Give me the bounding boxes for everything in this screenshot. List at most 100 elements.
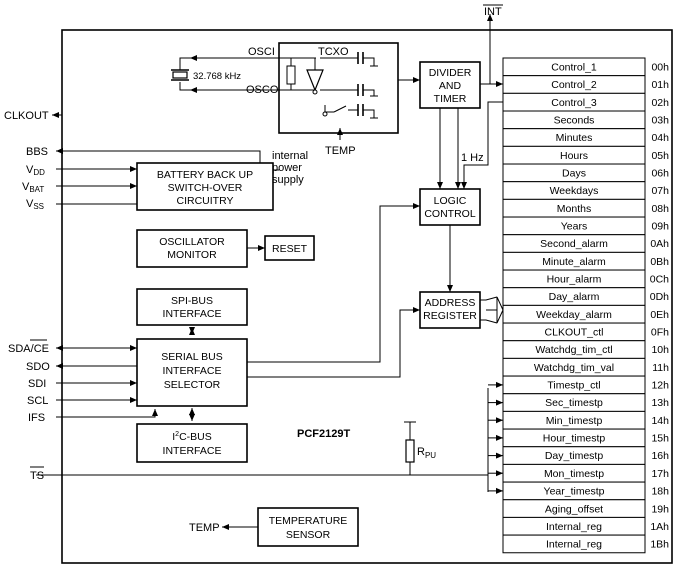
battery-backup-block: [136, 162, 274, 211]
divider-line3: TIMER: [434, 93, 467, 105]
register-address: 07h: [651, 185, 669, 197]
register-address: 00h: [651, 62, 669, 74]
cap-wire-2: [320, 89, 375, 96]
capacitor-icon: [357, 84, 364, 96]
register-name: Internal_reg: [546, 539, 602, 551]
register-name: Seconds: [554, 115, 595, 127]
crystal-symbol: [171, 69, 189, 81]
register-name: Mon_timestp: [544, 468, 604, 480]
serial-bus-selector-block: [136, 338, 248, 407]
register-name: Hour_timestp: [543, 433, 606, 445]
register-address: 04h: [651, 132, 669, 144]
one-hz-line: [461, 101, 503, 189]
osc-monitor-line2: MONITOR: [167, 249, 217, 261]
register-address: 15h: [651, 433, 669, 445]
internal-power-line2: power: [272, 162, 302, 174]
register-address: 0Fh: [651, 327, 669, 339]
osci-line: [179, 57, 279, 70]
rpu-label: RPU: [417, 446, 436, 460]
register-name: Hours: [560, 150, 588, 162]
register-name: Years: [561, 221, 587, 233]
register-address: 17h: [651, 468, 669, 480]
battery-line2: SWITCH-OVER: [168, 182, 243, 194]
address-fan: [480, 296, 498, 324]
sdo-label: SDO: [26, 361, 50, 373]
crystal-frequency: 32.768 kHz: [193, 71, 241, 82]
register-name: Weekdays: [550, 185, 599, 197]
register-address: 02h: [651, 97, 669, 109]
register-name: Watchdg_tim_ctl: [535, 344, 612, 356]
register-name: Control_3: [551, 97, 597, 109]
osci-label: OSCI: [248, 46, 275, 58]
serial-line1: SERIAL BUS: [161, 351, 222, 363]
serial-to-address: [247, 307, 420, 378]
register-address: 0Ah: [650, 238, 669, 250]
divider-line1: DIVIDER: [429, 67, 472, 79]
address-line2: REGISTER: [423, 310, 477, 322]
register-name: Days: [562, 168, 586, 180]
capacitor-icon: [357, 52, 364, 64]
register-name: Control_2: [551, 79, 597, 91]
register-name: Timestp_ctl: [547, 380, 600, 392]
register-address: 05h: [651, 150, 669, 162]
i2c-line2: INTERFACE: [163, 445, 222, 457]
register-name: Internal_reg: [546, 521, 602, 533]
temp-sensor-line2: SENSOR: [286, 529, 331, 541]
register-address: 11h: [652, 362, 669, 374]
register-address: 0Dh: [650, 291, 669, 303]
register-address: 0Eh: [650, 309, 669, 321]
oscillator-monitor-block: [136, 229, 248, 268]
register-name: Minutes: [556, 132, 593, 144]
internal-power-line3: supply: [272, 174, 304, 186]
register-name: Weekday_alarm: [536, 309, 612, 321]
register-name: Min_timestp: [546, 415, 603, 427]
register-name: Minute_alarm: [542, 256, 606, 268]
register-address: 10h: [651, 344, 669, 356]
vdd-label: VDD: [26, 164, 45, 177]
ts-label: TS: [30, 470, 44, 482]
divider-timer-block: [419, 61, 481, 109]
logic-line1: LOGIC: [434, 195, 467, 207]
register-address: 12h: [651, 380, 669, 392]
spi-line2: INTERFACE: [163, 308, 222, 320]
ifs-label: IFS: [28, 412, 45, 424]
register-address: 08h: [651, 203, 669, 215]
serial-line2: INTERFACE: [163, 365, 222, 377]
register-address: 18h: [651, 486, 669, 498]
tcxo-label: TCXO: [318, 46, 349, 58]
inverter-bubble: [312, 89, 318, 95]
register-name: Sec_timestp: [545, 397, 603, 409]
register-address: 13h: [651, 397, 669, 409]
serial-line3: SELECTOR: [164, 379, 221, 391]
register-name: Day_alarm: [549, 291, 600, 303]
osc-monitor-line1: OSCILLATOR: [159, 236, 225, 248]
rpu-resistor: [405, 439, 415, 463]
temp-label-osc: TEMP: [325, 145, 356, 157]
register-name: Watchdg_tim_val: [534, 362, 614, 374]
scl-label: SCL: [27, 395, 48, 407]
int-label: INT: [484, 6, 502, 18]
address-line1: ADDRESS: [425, 297, 476, 309]
temperature-sensor-block: [257, 507, 359, 547]
vss-label: VSS: [26, 198, 44, 211]
register-name: Year_timestp: [544, 486, 605, 498]
address-arrowhead: [496, 296, 504, 324]
register-address: 16h: [651, 450, 669, 462]
register-address: 1Bh: [650, 539, 669, 551]
battery-line1: BATTERY BACK UP: [157, 169, 253, 181]
register-address: 0Bh: [650, 256, 669, 268]
clkout-label: CLKOUT: [4, 110, 49, 122]
register-address: 06h: [651, 168, 669, 180]
spi-bus-block: [136, 288, 248, 326]
sdi-label: SDI: [28, 378, 46, 390]
battery-line3: CIRCUITRY: [177, 195, 234, 207]
i2c-line1: I2C-BUS: [172, 431, 212, 443]
register-name: Second_alarm: [540, 238, 608, 250]
vbat-label: VBAT: [22, 181, 44, 194]
i2c-bus-block: [136, 423, 248, 463]
spi-line1: SPI-BUS: [171, 295, 213, 307]
internal-power-line1: internal: [272, 150, 308, 162]
bbs-line: [56, 148, 261, 163]
register-address: 01h: [651, 79, 669, 91]
